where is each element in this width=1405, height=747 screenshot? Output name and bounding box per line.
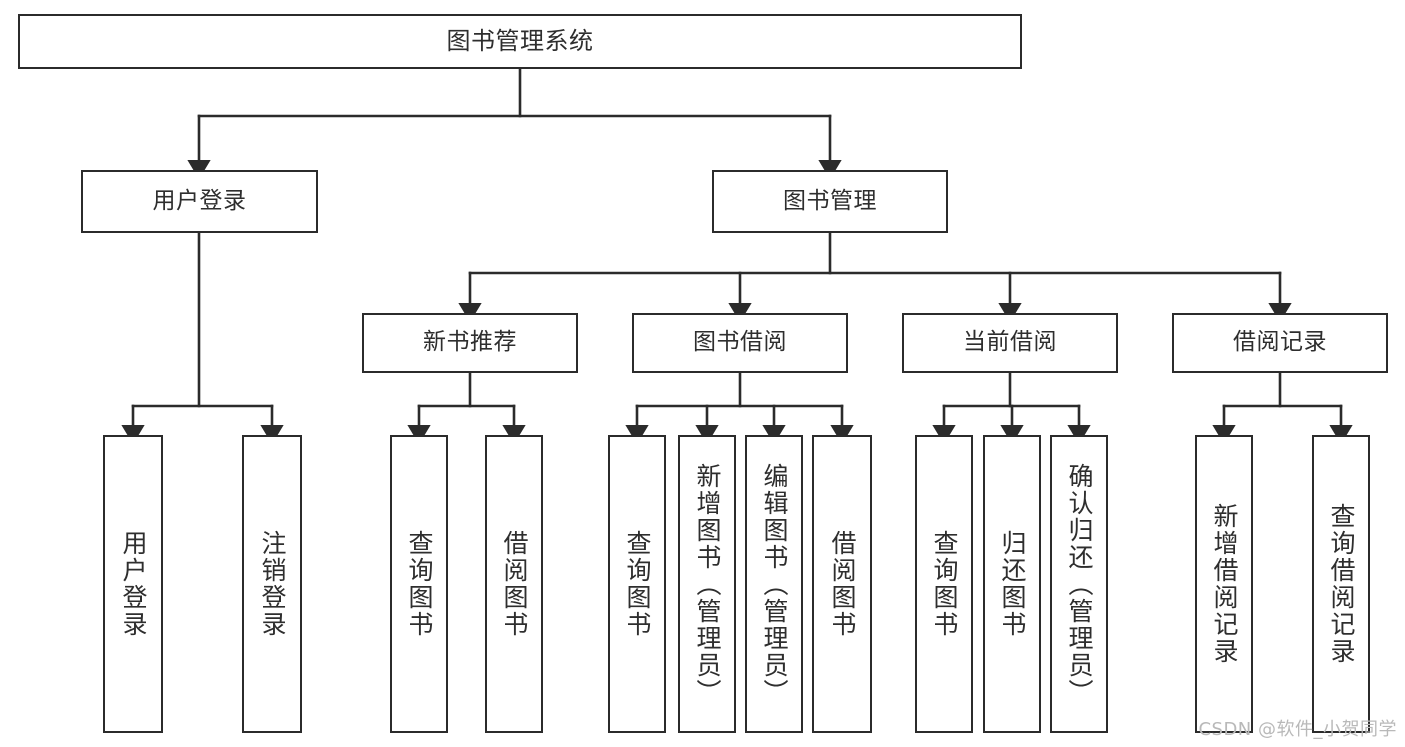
node-borrow-record-label: 借阅记录 bbox=[1233, 329, 1327, 356]
node-book-borrow[interactable]: 图书借阅 bbox=[632, 313, 848, 373]
node-leaf-query-borrow-record[interactable]: 查询借阅记录 bbox=[1312, 435, 1370, 733]
node-leaf-query-book-rec[interactable]: 查询图书 bbox=[390, 435, 448, 733]
node-leaf-logout-login-label: 注销登录 bbox=[258, 530, 287, 638]
node-book-manage-label: 图书管理 bbox=[783, 187, 877, 214]
node-book-borrow-label: 图书借阅 bbox=[693, 329, 787, 356]
node-leaf-query-book-rec-label: 查询图书 bbox=[405, 530, 434, 638]
node-root-label: 图书管理系统 bbox=[446, 27, 594, 56]
node-root[interactable]: 图书管理系统 bbox=[18, 14, 1022, 69]
node-leaf-query-book-borrow[interactable]: 查询图书 bbox=[608, 435, 666, 733]
node-leaf-logout-login[interactable]: 注销登录 bbox=[242, 435, 302, 733]
watermark: CSDN @软件_小贺同学 bbox=[1198, 719, 1397, 740]
node-leaf-confirm-return-admin-label: 确认归还（管理员） bbox=[1065, 462, 1094, 706]
node-new-book-rec[interactable]: 新书推荐 bbox=[362, 313, 578, 373]
node-leaf-add-book-admin-label: 新增图书（管理员） bbox=[693, 462, 722, 706]
node-leaf-user-login[interactable]: 用户登录 bbox=[103, 435, 163, 733]
node-leaf-query-book-borrow-label: 查询图书 bbox=[623, 530, 652, 638]
node-leaf-borrow-book[interactable]: 借阅图书 bbox=[812, 435, 872, 733]
node-book-manage[interactable]: 图书管理 bbox=[712, 170, 948, 233]
node-leaf-query-book-current[interactable]: 查询图书 bbox=[915, 435, 973, 733]
node-leaf-borrow-book-label: 借阅图书 bbox=[828, 530, 857, 638]
node-leaf-borrow-book-rec-label: 借阅图书 bbox=[500, 530, 529, 638]
node-current-borrow[interactable]: 当前借阅 bbox=[902, 313, 1118, 373]
node-borrow-record[interactable]: 借阅记录 bbox=[1172, 313, 1388, 373]
node-user-login-label: 用户登录 bbox=[152, 187, 247, 214]
node-leaf-confirm-return-admin[interactable]: 确认归还（管理员） bbox=[1050, 435, 1108, 733]
node-leaf-add-book-admin[interactable]: 新增图书（管理员） bbox=[678, 435, 736, 733]
node-leaf-query-borrow-record-label: 查询借阅记录 bbox=[1327, 503, 1356, 665]
node-leaf-add-borrow-record-label: 新增借阅记录 bbox=[1210, 503, 1239, 665]
node-leaf-edit-book-admin-label: 编辑图书（管理员） bbox=[760, 462, 789, 706]
node-leaf-query-book-current-label: 查询图书 bbox=[930, 530, 959, 638]
node-leaf-return-book[interactable]: 归还图书 bbox=[983, 435, 1041, 733]
node-leaf-edit-book-admin[interactable]: 编辑图书（管理员） bbox=[745, 435, 803, 733]
node-leaf-add-borrow-record[interactable]: 新增借阅记录 bbox=[1195, 435, 1253, 733]
node-new-book-rec-label: 新书推荐 bbox=[423, 329, 517, 356]
node-leaf-user-login-label: 用户登录 bbox=[119, 530, 148, 638]
node-user-login[interactable]: 用户登录 bbox=[81, 170, 318, 233]
node-current-borrow-label: 当前借阅 bbox=[963, 329, 1057, 356]
node-leaf-return-book-label: 归还图书 bbox=[998, 530, 1027, 638]
node-leaf-borrow-book-rec[interactable]: 借阅图书 bbox=[485, 435, 543, 733]
